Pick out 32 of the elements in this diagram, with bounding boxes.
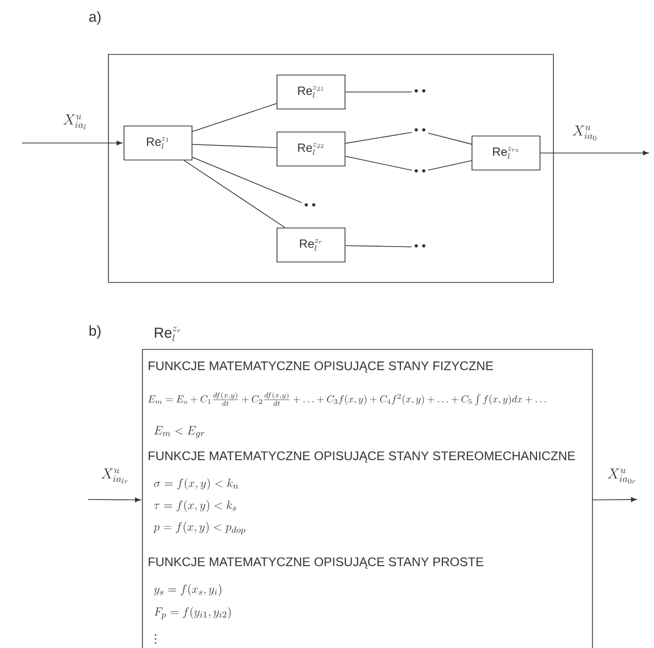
block-box: $\mathrm{Re}^{z_{22}}_{l}$	[276, 132, 346, 166]
panel-label: a)	[89, 11, 101, 25]
node-label: $\mathrm{Re}^{z_{r}}_{l}$	[154, 326, 180, 342]
dots: • •	[414, 169, 426, 172]
block-box: $\mathrm{Re}^{z_{r}}_{l}$	[276, 228, 346, 262]
connector	[184, 160, 286, 228]
connector	[22, 140, 122, 146]
block-box: $\mathrm{Re}^{z_{rz}}_{l}$	[472, 136, 540, 170]
dots: • •	[414, 244, 426, 248]
edge-label: $X^{u}_{ia_{l}}$	[63, 114, 86, 130]
connector	[192, 156, 302, 203]
panel-label: b)	[90, 325, 101, 339]
system-box	[108, 54, 554, 283]
connector	[540, 150, 649, 156]
connector	[428, 160, 472, 171]
function-box: $\mathrm{Re}^{z_{r}}_{l}$ FUNKCJE MATEMATYCZNE OPISUJĄCE STANY FIZYCZNE $E_m=E_o+C_1\frac{df(x,y)}{dt}+C_2\frac{df(x,y)}{dt}+\ldots+C_3f(x,y)+C_4f^{2}(x,y)+\ldots+C_5\int f(x,y)dx+\ldots$ $E_m<E_{gr}$ FUNKCJE MATEMATYCZNE OPISUJĄCE STANY STEREOMECHANICZNE $\sigma=f(x,y)<k_n$ $\tau=f(x,y)<k_s$ $p=f(x,y)<p_{dop}$ FUNKCJE MATEMATYCZNE OPISUJĄCE STANY PROSTE $y_s=f(x_s,y_i)$ $F_p=f(y_{i1},y_{i2})$ $\vdots$	[142, 326, 593, 648]
connector	[192, 144, 277, 148]
edge-label: $X^{u}_{ia_{0r}}$	[608, 468, 636, 484]
connector	[592, 497, 637, 502]
connector	[345, 132, 412, 144]
block-box: $\mathrm{Re}^{z_{21}}_{l}$	[276, 74, 346, 110]
connector	[345, 156, 412, 171]
connector	[192, 103, 277, 132]
connector	[345, 245, 412, 248]
edge-label: $X^{u}_{ia_{0}}$	[572, 126, 596, 141]
block-box: $\mathrm{Re}^{z_{1}}_{l}$	[124, 126, 192, 160]
dots: • •	[414, 89, 426, 92]
dots: • •	[414, 128, 426, 132]
connector	[88, 498, 141, 502]
connector	[428, 132, 472, 145]
dots: • •	[304, 203, 316, 206]
edge-label: $X^{u}_{ia_{lr}}$	[101, 468, 128, 484]
